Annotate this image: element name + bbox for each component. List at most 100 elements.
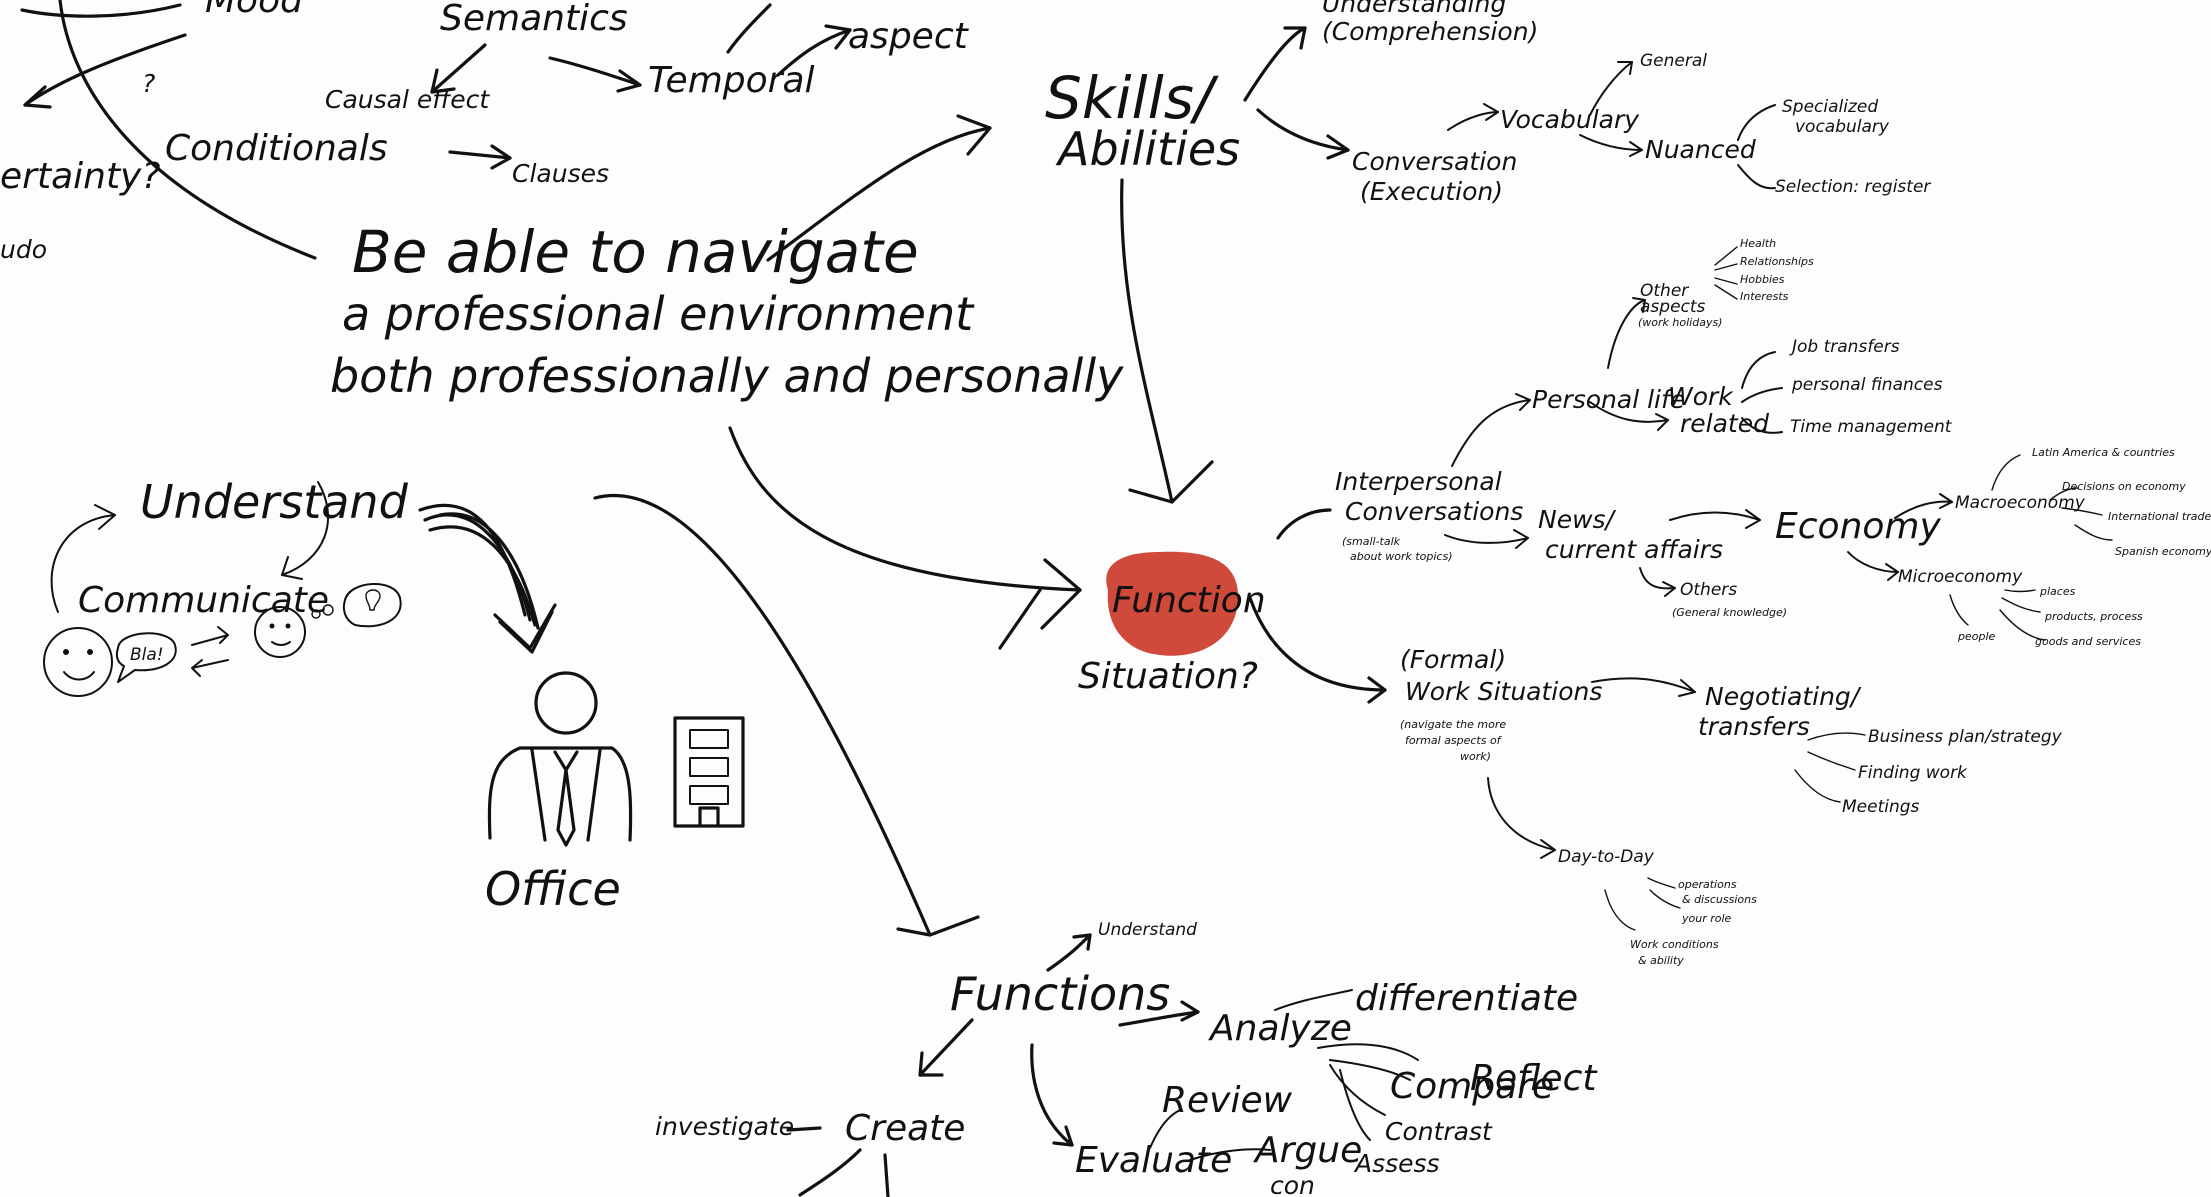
specialized-vocab-line-2: vocabulary: [1795, 117, 1890, 137]
finding-work-label: Finding work: [1858, 763, 1968, 783]
others-line-2: (General knowledge): [1672, 606, 1787, 619]
goal-statement: Be able to navigate a professional envir…: [330, 218, 1124, 403]
aspect-4-label: Interests: [1740, 290, 1789, 303]
interpersonal-note-line-2: about work topics): [1350, 550, 1453, 563]
international-trade-label: International trade: [2108, 510, 2211, 523]
functions-cluster: Functions Understand Analyze differentia…: [655, 920, 1598, 1197]
work-related-line-2: related: [1680, 409, 1769, 438]
formal-cluster: (Formal) Work Situations (navigate the m…: [1400, 645, 2063, 967]
understand-communicate-loop: [50, 481, 329, 613]
argue-fragment-label: con: [1270, 1171, 1315, 1197]
interpersonal-cluster: Interpersonal Conversations (small-talk …: [1335, 237, 1953, 563]
operations-line-1: operations: [1678, 878, 1737, 891]
formal-note-line-2: formal aspects of: [1405, 734, 1503, 747]
news-cluster: News/ current affairs Economy Macroecono…: [1538, 446, 2211, 648]
formal-note-line-1: (navigate the more: [1400, 718, 1506, 731]
meetings-label: Meetings: [1842, 797, 1920, 817]
connector-strokes: [20, 0, 2113, 1197]
time-management-label: Time management: [1790, 417, 1953, 437]
latin-america-label: Latin America & countries: [2032, 446, 2175, 459]
spanish-economy-label: Spanish economy: [2115, 545, 2211, 558]
communicate-label: Communicate: [78, 580, 329, 621]
office-building-icon: [673, 716, 745, 828]
evaluate-label: Evaluate: [1075, 1140, 1232, 1181]
compare-label: Compare: [1390, 1066, 1554, 1107]
formal-title-line-1: (Formal): [1400, 645, 1506, 674]
general-label: General: [1640, 51, 1707, 71]
negotiating-line-1: Negotiating/: [1705, 682, 1862, 711]
smiley-icon: [43, 627, 113, 697]
news-title-line-1: News/: [1538, 505, 1617, 534]
create-label: Create: [845, 1108, 965, 1149]
conditionals-label: Conditionals: [165, 128, 388, 169]
products-process-label: products, process: [2044, 610, 2143, 623]
causal-effect-label: Causal effect: [325, 85, 490, 114]
understanding-line-2: (Comprehension): [1322, 17, 1538, 46]
business-plan-label: Business plan/strategy: [1868, 727, 2063, 747]
other-aspects-line-2: aspects: [1640, 297, 1706, 317]
work-conditions-line-1: Work conditions: [1630, 938, 1719, 951]
edge-fragment-label: udo: [0, 235, 47, 264]
communication-cluster: Understand Communicate Bla!: [78, 475, 409, 665]
others-line-1: Others: [1680, 580, 1737, 600]
decisions-label: Decisions on economy: [2062, 480, 2186, 493]
clauses-label: Clauses: [512, 159, 609, 188]
interpersonal-title-line-1: Interpersonal: [1335, 467, 1502, 496]
microeconomy-label: Microeconomy: [1898, 567, 2023, 587]
semantics-label: Semantics: [440, 0, 628, 39]
negotiating-line-2: transfers: [1698, 712, 1810, 741]
vocabulary-label: Vocabulary: [1500, 105, 1640, 134]
your-role-label: your role: [1681, 912, 1732, 925]
reflect-label: Reflect: [1470, 1058, 1598, 1099]
interpersonal-title-line-2: Conversations: [1345, 497, 1523, 526]
other-aspects-line-3: (work holidays): [1638, 316, 1722, 329]
office-person-icon: [487, 671, 633, 847]
contrast-label: Contrast: [1385, 1117, 1493, 1146]
interpersonal-note-line-1: (small-talk: [1342, 535, 1401, 548]
aspect-1-label: Health: [1740, 237, 1776, 250]
assess-label: Assess: [1353, 1149, 1440, 1178]
selection-register-label: Selection: register: [1775, 177, 1931, 197]
economy-label: Economy: [1775, 506, 1941, 547]
places-label: places: [2039, 585, 2076, 598]
nuanced-label: Nuanced: [1645, 135, 1756, 164]
situation-label: Situation?: [1078, 656, 1258, 697]
macroeconomy-label: Macroeconomy: [1955, 493, 2086, 513]
formal-title-line-2: Work Situations: [1405, 677, 1602, 706]
lightbulb-thought-icon: [342, 583, 402, 628]
top-left-cluster: Mood Semantics Temporal aspect Causal ef…: [0, 0, 970, 264]
review-label: Review: [1162, 1080, 1293, 1121]
goal-line-2: a professional environment: [342, 287, 975, 341]
center-node: Function Situation?: [1078, 580, 1266, 697]
conversation-line-2: (Execution): [1360, 177, 1503, 206]
exchange-arrows-icon: [191, 626, 229, 677]
skills-cluster: Skills/ Abilities Understanding (Compreh…: [1045, 0, 1931, 206]
understand-label: Understand: [140, 475, 409, 529]
work-conditions-line-2: & ability: [1638, 954, 1684, 967]
temporal-label: Temporal: [648, 60, 815, 101]
skills-title-line-2: Abilities: [1055, 122, 1240, 176]
function-highlight: [1106, 551, 1239, 656]
certainty-label: ertainty?: [0, 156, 160, 197]
scribble-arrow-icon: [418, 503, 557, 654]
investigate-label: investigate: [655, 1112, 794, 1141]
work-related-line-1: Work: [1668, 382, 1734, 411]
analyze-label: Analyze: [1208, 1008, 1352, 1049]
conversation-line-1: Conversation: [1352, 147, 1517, 176]
news-title-line-2: current affairs: [1545, 535, 1723, 564]
people-label: people: [1957, 630, 1996, 643]
operations-line-2: & discussions: [1682, 893, 1757, 906]
formal-note-line-3: work): [1460, 750, 1491, 763]
personal-life-label: Personal life: [1532, 385, 1685, 414]
other-aspects-line-1: Other: [1640, 281, 1689, 301]
question-mark-label: ?: [142, 69, 155, 98]
understand-function-label: Understand: [1098, 920, 1197, 940]
goal-line-3: both professionally and personally: [330, 349, 1124, 403]
function-label: Function: [1112, 580, 1266, 621]
specialized-vocab-line-1: Specialized: [1782, 97, 1878, 117]
office-label: Office: [485, 862, 621, 916]
personal-finances-label: personal finances: [1791, 375, 1943, 395]
bubble-text: Bla!: [130, 645, 164, 665]
